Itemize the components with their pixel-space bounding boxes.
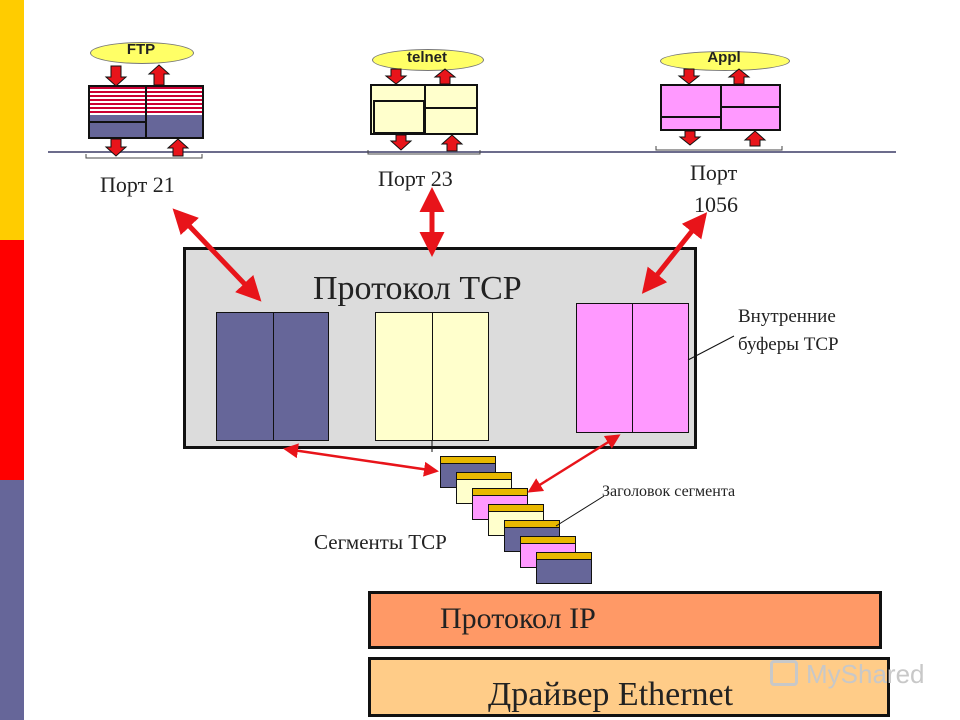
appl-buffer-line-left — [662, 116, 720, 118]
appl-arrow-down-top — [677, 68, 701, 85]
side-band-red — [0, 240, 24, 480]
internal-buffers-leader — [687, 335, 735, 361]
telnet-label: telnet — [406, 49, 447, 66]
tcp-buffer-telnet-divider — [432, 313, 433, 440]
port21-tcp-arrow — [172, 208, 262, 302]
telnet-arrow-up-bottom — [440, 134, 464, 152]
port1056-tcp-arrow — [641, 212, 708, 294]
appl-ellipse — [660, 51, 790, 71]
internal-buffers-label-line2: буферы TCP — [738, 334, 839, 355]
tcp-segments-label: Сегменты TCP — [314, 530, 447, 554]
ports-divider-line — [48, 151, 896, 153]
ftp-arrow-up-bottom — [166, 138, 190, 157]
appl-buffer-divider — [720, 86, 722, 129]
telnet-buffer-line-right — [426, 107, 476, 109]
telnet-io-arrows — [384, 68, 464, 152]
port-21-label: Порт 21 — [100, 172, 175, 197]
segment-header — [489, 505, 543, 512]
port-1056-label-line1: Порт — [690, 160, 738, 185]
tcp-segment-7 — [536, 552, 592, 584]
telnet-arrow-down-top — [384, 68, 408, 85]
ftp-io-arrows — [104, 64, 190, 157]
tcp-protocol-title: Протокол TCP — [313, 270, 522, 307]
ip-protocol-label: Протокол IP — [440, 602, 596, 635]
appl-buffer-segment-arrow — [527, 434, 621, 493]
ftp-arrow-down-top — [104, 65, 128, 87]
telnet-arrow-up-top — [433, 68, 457, 85]
telnet-arrow-down-bottom — [389, 134, 413, 151]
side-band-yellow — [0, 0, 24, 240]
telnet-port-bracket — [367, 150, 481, 155]
tcp-buffer-ftp — [216, 312, 329, 441]
segment-header-label: Заголовок сегмента — [602, 483, 736, 500]
ftp-port-bracket — [85, 154, 203, 159]
telnet-buffer-divider — [424, 86, 426, 133]
ftp-buffer-block — [88, 85, 204, 139]
appl-arrow-up-bottom — [743, 130, 767, 147]
segment-header — [457, 473, 511, 480]
segment-header — [537, 553, 591, 560]
ftp-buffer-segment-arrow — [283, 443, 439, 477]
appl-label: Appl — [707, 49, 741, 66]
ethernet-driver-label: Драйвер Ethernet — [488, 676, 734, 713]
ftp-arrow-down-bottom — [104, 138, 128, 157]
appl-io-arrows — [677, 68, 767, 147]
ftp-buffer-divider — [145, 87, 147, 137]
appl-buffer-line-right — [722, 106, 779, 108]
segment-header-leader — [555, 495, 605, 527]
tcp-buffer-ftp-divider — [273, 313, 274, 440]
telnet-ellipse — [372, 49, 484, 71]
port-23-label: Порт 23 — [378, 166, 453, 191]
tcp-buffer-appl — [576, 303, 689, 433]
appl-arrow-down-bottom — [678, 130, 702, 146]
ftp-buffer-mid-line — [90, 121, 146, 123]
tcp-buffer-telnet — [375, 312, 489, 441]
segment-header — [441, 457, 495, 464]
segment-header — [473, 489, 527, 496]
appl-buffer-block — [660, 84, 781, 131]
internal-buffers-label-line1: Внутренние — [738, 306, 836, 327]
ip-protocol-box — [368, 591, 882, 649]
appl-port-bracket — [655, 146, 783, 151]
ftp-arrow-up-top — [147, 64, 171, 86]
ftp-label: FTP — [126, 41, 156, 58]
segment-header — [521, 537, 575, 544]
watermark-logo-icon — [770, 660, 798, 686]
tcp-buffer-appl-divider — [632, 304, 633, 432]
telnet-buffer-inner-left — [373, 100, 425, 134]
watermark-text: MyShared — [806, 659, 925, 689]
segment-header — [505, 521, 559, 528]
ftp-ellipse — [90, 42, 194, 64]
side-band-slate — [0, 480, 24, 720]
appl-arrow-up-top — [727, 68, 751, 85]
ethernet-driver-box — [368, 657, 890, 717]
telnet-buffer-block — [370, 84, 478, 135]
